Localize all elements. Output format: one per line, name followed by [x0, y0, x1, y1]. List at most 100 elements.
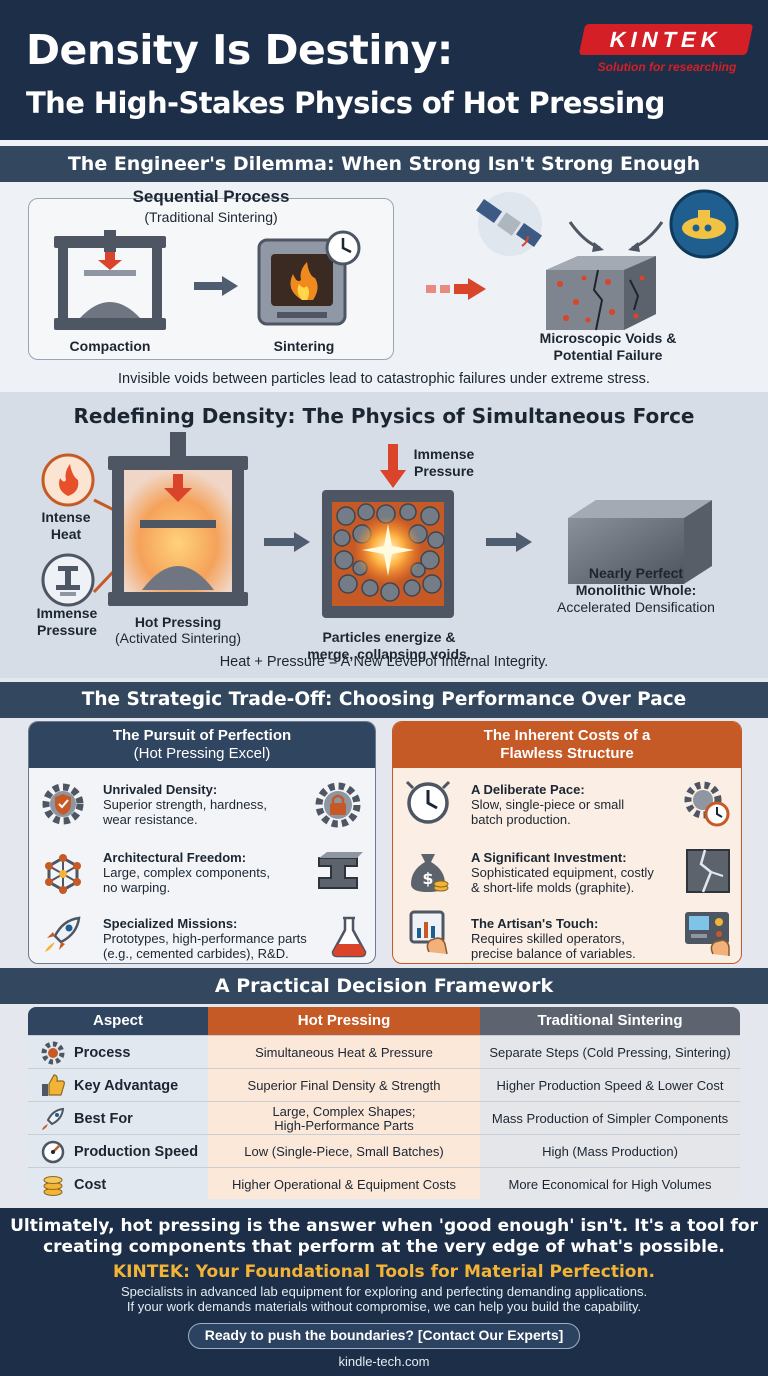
cell-hot-line: High-Performance Parts — [274, 1117, 414, 1133]
arrow-icon — [194, 276, 238, 296]
left-item-title: Unrivaled Density: — [103, 782, 218, 797]
molecule-icon — [45, 854, 81, 894]
result-line2: Monolithic Whole: — [575, 582, 697, 598]
table-row: Process Simultaneous Heat & Pressure Sep… — [28, 1035, 740, 1069]
cell-hot: Higher Operational & Equipment Costs — [208, 1168, 480, 1199]
hot-press-icon — [108, 432, 248, 606]
step-compaction-label: Compaction — [69, 338, 151, 354]
coins-icon — [43, 1176, 63, 1196]
table-header-aspect: Aspect — [28, 1007, 208, 1035]
solid-cube-icon — [568, 500, 712, 584]
cell-trad: Separate Steps (Cold Pressing, Sintering… — [480, 1036, 740, 1069]
left-card-title-line2: (Hot Pressing Excel) — [133, 745, 271, 762]
page-subtitle: The High-Stakes Physics of Hot Pressing — [26, 86, 665, 120]
right-card-title-line1: The Inherent Costs of a — [483, 727, 651, 744]
footer: Ultimately, hot pressing is the answer w… — [0, 1208, 768, 1376]
cell-hot-line: Large, Complex Shapes; — [272, 1103, 416, 1119]
right-item-artisan: The Artisan's Touch: Requires skilled op… — [471, 916, 681, 961]
left-item-line: Prototypes, high-performance parts — [103, 931, 307, 946]
left-item-line: Superior strength, hardness, — [103, 797, 268, 812]
down-arrow-icon — [380, 444, 406, 488]
footer-url-link[interactable]: kindle-tech.com — [338, 1354, 430, 1369]
cell-trad: Higher Production Speed & Lower Cost — [480, 1069, 740, 1102]
speedometer-icon — [41, 1140, 65, 1164]
complex-part-icon — [318, 852, 363, 889]
cell-hot: Superior Final Density & Strength — [208, 1069, 480, 1102]
thumbs-up-icon — [42, 1074, 65, 1096]
gear-lock-icon — [315, 782, 361, 828]
sequential-title: Sequential Process — [132, 187, 290, 206]
physics-heading: Redefining Density: The Physics of Simul… — [73, 404, 695, 428]
top-pressure-line2: Pressure — [414, 463, 474, 479]
money-bag-icon: $ — [411, 854, 449, 892]
footer-brand-line: KINTEK: Your Foundational Tools for Mate… — [112, 1262, 656, 1282]
dilemma-heading: The Engineer's Dilemma: When Strong Isn'… — [0, 146, 768, 182]
tradeoff-section: The Strategic Trade-Off: Choosing Perfor… — [0, 678, 768, 972]
left-item-title: Architectural Freedom: — [103, 850, 247, 865]
right-item-line: Slow, single-piece or small — [471, 797, 625, 812]
right-item-title: A Deliberate Pace: — [471, 782, 585, 797]
contact-experts-button[interactable]: Ready to push the boundaries? [Contact O… — [188, 1323, 580, 1349]
heat-label-line2: Heat — [50, 526, 82, 542]
particles-label-line2: merge, collapsing voids. — [307, 646, 471, 662]
cell-hot-line: Low (Single-Piece, Small Batches) — [244, 1143, 444, 1159]
pressure-label-line1: Immense — [36, 605, 98, 621]
arrow-icon — [264, 532, 310, 552]
left-item-line: wear resistance. — [103, 812, 198, 827]
sintering-furnace-icon — [257, 230, 361, 326]
right-card: The Inherent Costs of a Flawless Structu… — [392, 721, 742, 964]
step-sintering-label: Sintering — [273, 338, 335, 354]
cell-hot: Large, Complex Shapes;High-Performance P… — [208, 1102, 480, 1135]
control-panel-icon — [685, 912, 730, 956]
pressure-label-line2: Pressure — [37, 622, 97, 638]
table-header-hot-pressing: Hot Pressing — [208, 1007, 480, 1035]
sequential-subtitle: (Traditional Sintering) — [144, 209, 278, 225]
cell-hot: Simultaneous Heat & Pressure — [208, 1036, 480, 1069]
table-row: Key Advantage Superior Final Density & S… — [28, 1068, 740, 1102]
gear-shield-icon — [42, 783, 84, 825]
footer-statement: Ultimately, hot pressing is the answer w… — [0, 1216, 768, 1258]
clock-icon — [405, 780, 451, 824]
physics-section: Redefining Density: The Physics of Simul… — [0, 392, 768, 678]
result-label-line2: Potential Failure — [553, 347, 663, 363]
right-item-title: A Significant Investment: — [471, 850, 627, 865]
top-pressure-line1: Immense — [413, 446, 475, 462]
compaction-press-icon — [54, 230, 166, 330]
right-item-investment: A Significant Investment: Sophisticated … — [471, 850, 701, 895]
hot-press-label-line1: Hot Pressing — [134, 614, 222, 630]
right-item-line: batch production. — [471, 812, 571, 827]
satellite-icon — [475, 192, 543, 256]
left-item-line: (e.g., cemented carbides), R&D. — [103, 946, 289, 961]
right-item-line: & short-life molds (graphite). — [471, 880, 635, 895]
particle-chamber-icon — [322, 490, 454, 618]
decision-table: Aspect Hot Pressing Traditional Sinterin… — [28, 1007, 740, 1199]
left-item-freedom: Architectural Freedom: Large, complex co… — [103, 850, 303, 895]
kintek-logo: KINTEK — [578, 24, 754, 55]
curved-arrows-icon — [568, 221, 664, 252]
cell-trad: Mass Production of Simpler Components — [480, 1102, 740, 1135]
physics-caption: Heat + Pressure = A New Level of Interna… — [219, 654, 549, 670]
footer-desc-line2: If your work demands materials without c… — [126, 1299, 642, 1314]
table-header-traditional: Traditional Sintering — [480, 1007, 740, 1035]
cell-trad: High (Mass Production) — [480, 1135, 740, 1168]
table-row: Production Speed Low (Single-Piece, Smal… — [28, 1134, 740, 1168]
left-item-density: Unrivaled Density: Superior strength, ha… — [103, 782, 303, 827]
tradeoff-heading: The Strategic Trade-Off: Choosing Perfor… — [0, 682, 768, 718]
logo-tagline: Solution for researching — [597, 60, 737, 74]
right-item-line: precise balance of variables. — [471, 946, 636, 961]
right-card-header: The Inherent Costs of a Flawless Structu… — [393, 722, 741, 768]
hot-press-label-line2: (Activated Sintering) — [114, 630, 242, 646]
svg-text:$: $ — [422, 869, 433, 888]
result-line1: Nearly Perfect — [588, 565, 684, 581]
dilemma-section: The Engineer's Dilemma: When Strong Isn'… — [0, 140, 768, 392]
table-row: Best For Large, Complex Shapes;High-Perf… — [28, 1101, 740, 1135]
rocket-icon — [45, 916, 81, 952]
flask-icon — [331, 916, 367, 958]
framework-heading: A Practical Decision Framework — [0, 968, 768, 1004]
heat-label-line1: Intense — [41, 509, 91, 525]
operator-tablet-icon — [409, 910, 448, 955]
table-row: Cost Higher Operational & Equipment Cost… — [28, 1167, 740, 1199]
arrow-icon — [486, 532, 532, 552]
right-item-title: The Artisan's Touch: — [471, 916, 599, 931]
gear-clock-icon — [684, 781, 730, 827]
